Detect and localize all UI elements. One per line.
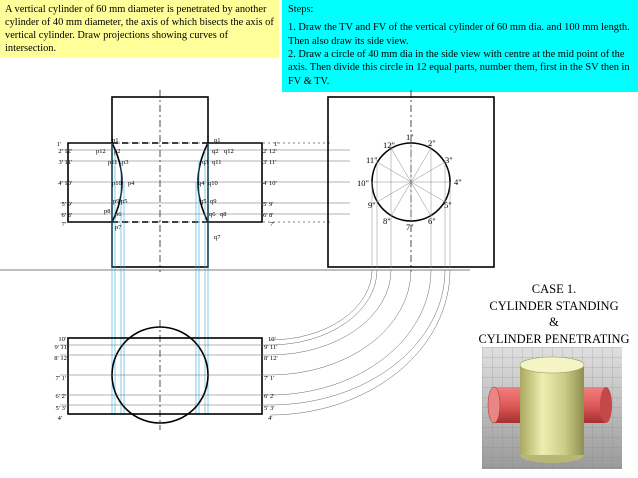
tv-left-label: 4': [58, 415, 62, 422]
tv-left-label: 5' 3': [56, 405, 66, 412]
case-title: CASE 1. CYLINDER STANDING & CYLINDER PEN…: [470, 281, 638, 348]
sv-label: 8": [383, 216, 391, 226]
p-point-labels: p1 p12 p2 p11 p3 p10 p4 p9 p5 p8 p6 p7: [96, 137, 135, 231]
sv-label: 11": [366, 155, 378, 165]
fv-right-labels: 1' 2' 12' 3' 11' 4' 10' 5' 9' 6' 8' 7': [263, 141, 278, 228]
sv-vertical-projectors: [371, 143, 451, 268]
fv-right-label: 3' 11': [263, 159, 276, 166]
q-label: q3: [202, 159, 209, 166]
tv-left-label: 10': [58, 336, 66, 343]
fv-left-intersection-curve: [111, 142, 123, 223]
tv-left-label: 6' 2': [56, 393, 66, 400]
q-label: q12: [224, 148, 234, 155]
tv-generator-lines: [60, 344, 270, 406]
fv-left-label: 3' 11': [59, 159, 72, 166]
q-label: q7: [214, 234, 221, 241]
fv-right-label: 1': [274, 141, 278, 148]
model-penetrating-right: [584, 387, 606, 423]
fv-left-label: 1': [57, 141, 61, 148]
problem-statement: A vertical cylinder of 60 mm diameter is…: [0, 0, 279, 58]
fv-right-label: 7': [270, 221, 274, 228]
sv-label: 6": [428, 216, 436, 226]
q-label: q2: [212, 148, 219, 155]
fv-right-label: 6' 8': [263, 212, 273, 219]
tv-left-labels: 10' 9' 11' 8' 12' 7' 1' 6' 2' 5' 3' 4': [54, 336, 68, 422]
p-label: p5: [121, 198, 128, 205]
case-line-2: CYLINDER STANDING: [489, 298, 619, 313]
q-label: q9: [210, 198, 217, 205]
fv-right-label: 2' 12': [263, 148, 277, 155]
q-label: q11: [212, 159, 222, 166]
top-view: [60, 320, 270, 430]
transfer-arcs: [269, 269, 451, 416]
tv-right-label: 6' 2': [264, 393, 274, 400]
steps-panel: Steps: 1. Draw the TV and FV of the vert…: [282, 0, 638, 92]
sv-label: 3": [445, 155, 453, 165]
p-label: p12: [96, 148, 106, 155]
3d-model-image: [482, 347, 622, 469]
sv-label: 7": [406, 222, 414, 232]
sv-label: 1": [406, 132, 414, 142]
q-point-labels: q1 q12 q2 q11 q3 q10 q4 q9 q5 q8 q6 q7: [198, 137, 234, 241]
tv-right-labels: 10' 9' 11' 8' 12' 7' 1' 6' 2' 5' 3' 4': [264, 336, 278, 422]
tv-right-label: 5' 3': [264, 405, 274, 412]
fv-right-intersection-curve: [197, 142, 209, 223]
p-label: p10: [112, 180, 122, 187]
step-2: 2. Draw a circle of 40 mm dia in the sid…: [288, 48, 630, 87]
q-label: q4: [198, 180, 205, 187]
sv-label: 9": [368, 200, 376, 210]
fv-left-label: 6' 8': [62, 212, 72, 219]
p-label: p4: [128, 180, 135, 187]
p-label: p1: [112, 137, 119, 144]
case-line-3: &: [549, 315, 559, 330]
tv-penetrating-cylinder: [67, 337, 263, 415]
fv-left-label: 7': [62, 221, 66, 228]
p-label: p6: [115, 211, 122, 218]
fv-left-label: 5' 9': [62, 201, 72, 208]
case-line-4: CYLINDER PENETRATING: [478, 331, 630, 346]
model-penetrating-right-end: [600, 387, 612, 423]
model-penetrating-left-end: [487, 386, 501, 424]
fv-left-label: 4' 10': [58, 180, 72, 187]
tv-left-label: 7' 1': [56, 375, 66, 382]
tv-left-label: 8' 12': [54, 355, 68, 362]
sv-label: 2": [428, 138, 436, 148]
tv-right-label: 8' 12': [264, 355, 278, 362]
sv-label: 10": [357, 178, 369, 188]
fv-right-label: 4' 10': [263, 180, 277, 187]
tv-right-label: 9' 11': [264, 344, 277, 351]
q-label: q5: [200, 198, 207, 205]
model-vertical-cylinder: [520, 365, 584, 455]
p-label: p9: [113, 198, 120, 205]
steps-title: Steps:: [288, 4, 314, 15]
sv-label: 4": [454, 177, 462, 187]
fv-right-label: 5' 9': [263, 201, 273, 208]
p-label: p8: [104, 208, 111, 215]
p-label: p7: [115, 224, 122, 231]
fv-left-labels: 1' 2' 12' 3' 11' 4' 10' 5' 9' 6' 8' 7': [57, 141, 72, 228]
p-label: p3: [122, 159, 129, 166]
sv-label: 12": [383, 140, 395, 150]
tv-left-label: 9' 11': [55, 344, 68, 351]
sv-label: 5": [444, 200, 452, 210]
sv-division-lines: [372, 143, 450, 221]
model-cylinder-top: [519, 356, 585, 374]
step-1: 1. Draw the TV and FV of the vertical cy…: [288, 22, 630, 47]
tv-right-label: 7' 1': [264, 375, 274, 382]
case-line-1: CASE 1.: [531, 282, 577, 296]
q-label: q1: [214, 137, 221, 144]
tv-right-label: 10': [268, 336, 276, 343]
tv-right-label: 4': [268, 415, 272, 422]
fv-left-label: 2' 12': [58, 148, 72, 155]
p-label: p11: [108, 159, 118, 166]
q-label: q8: [220, 211, 227, 218]
p-label: p2: [114, 148, 121, 155]
q-label: q10: [208, 180, 218, 187]
q-label: q6: [209, 211, 216, 218]
side-view: 1" 2" 3" 4" 5" 6" 7" 8" 9" 10" 11" 12": [327, 90, 495, 272]
